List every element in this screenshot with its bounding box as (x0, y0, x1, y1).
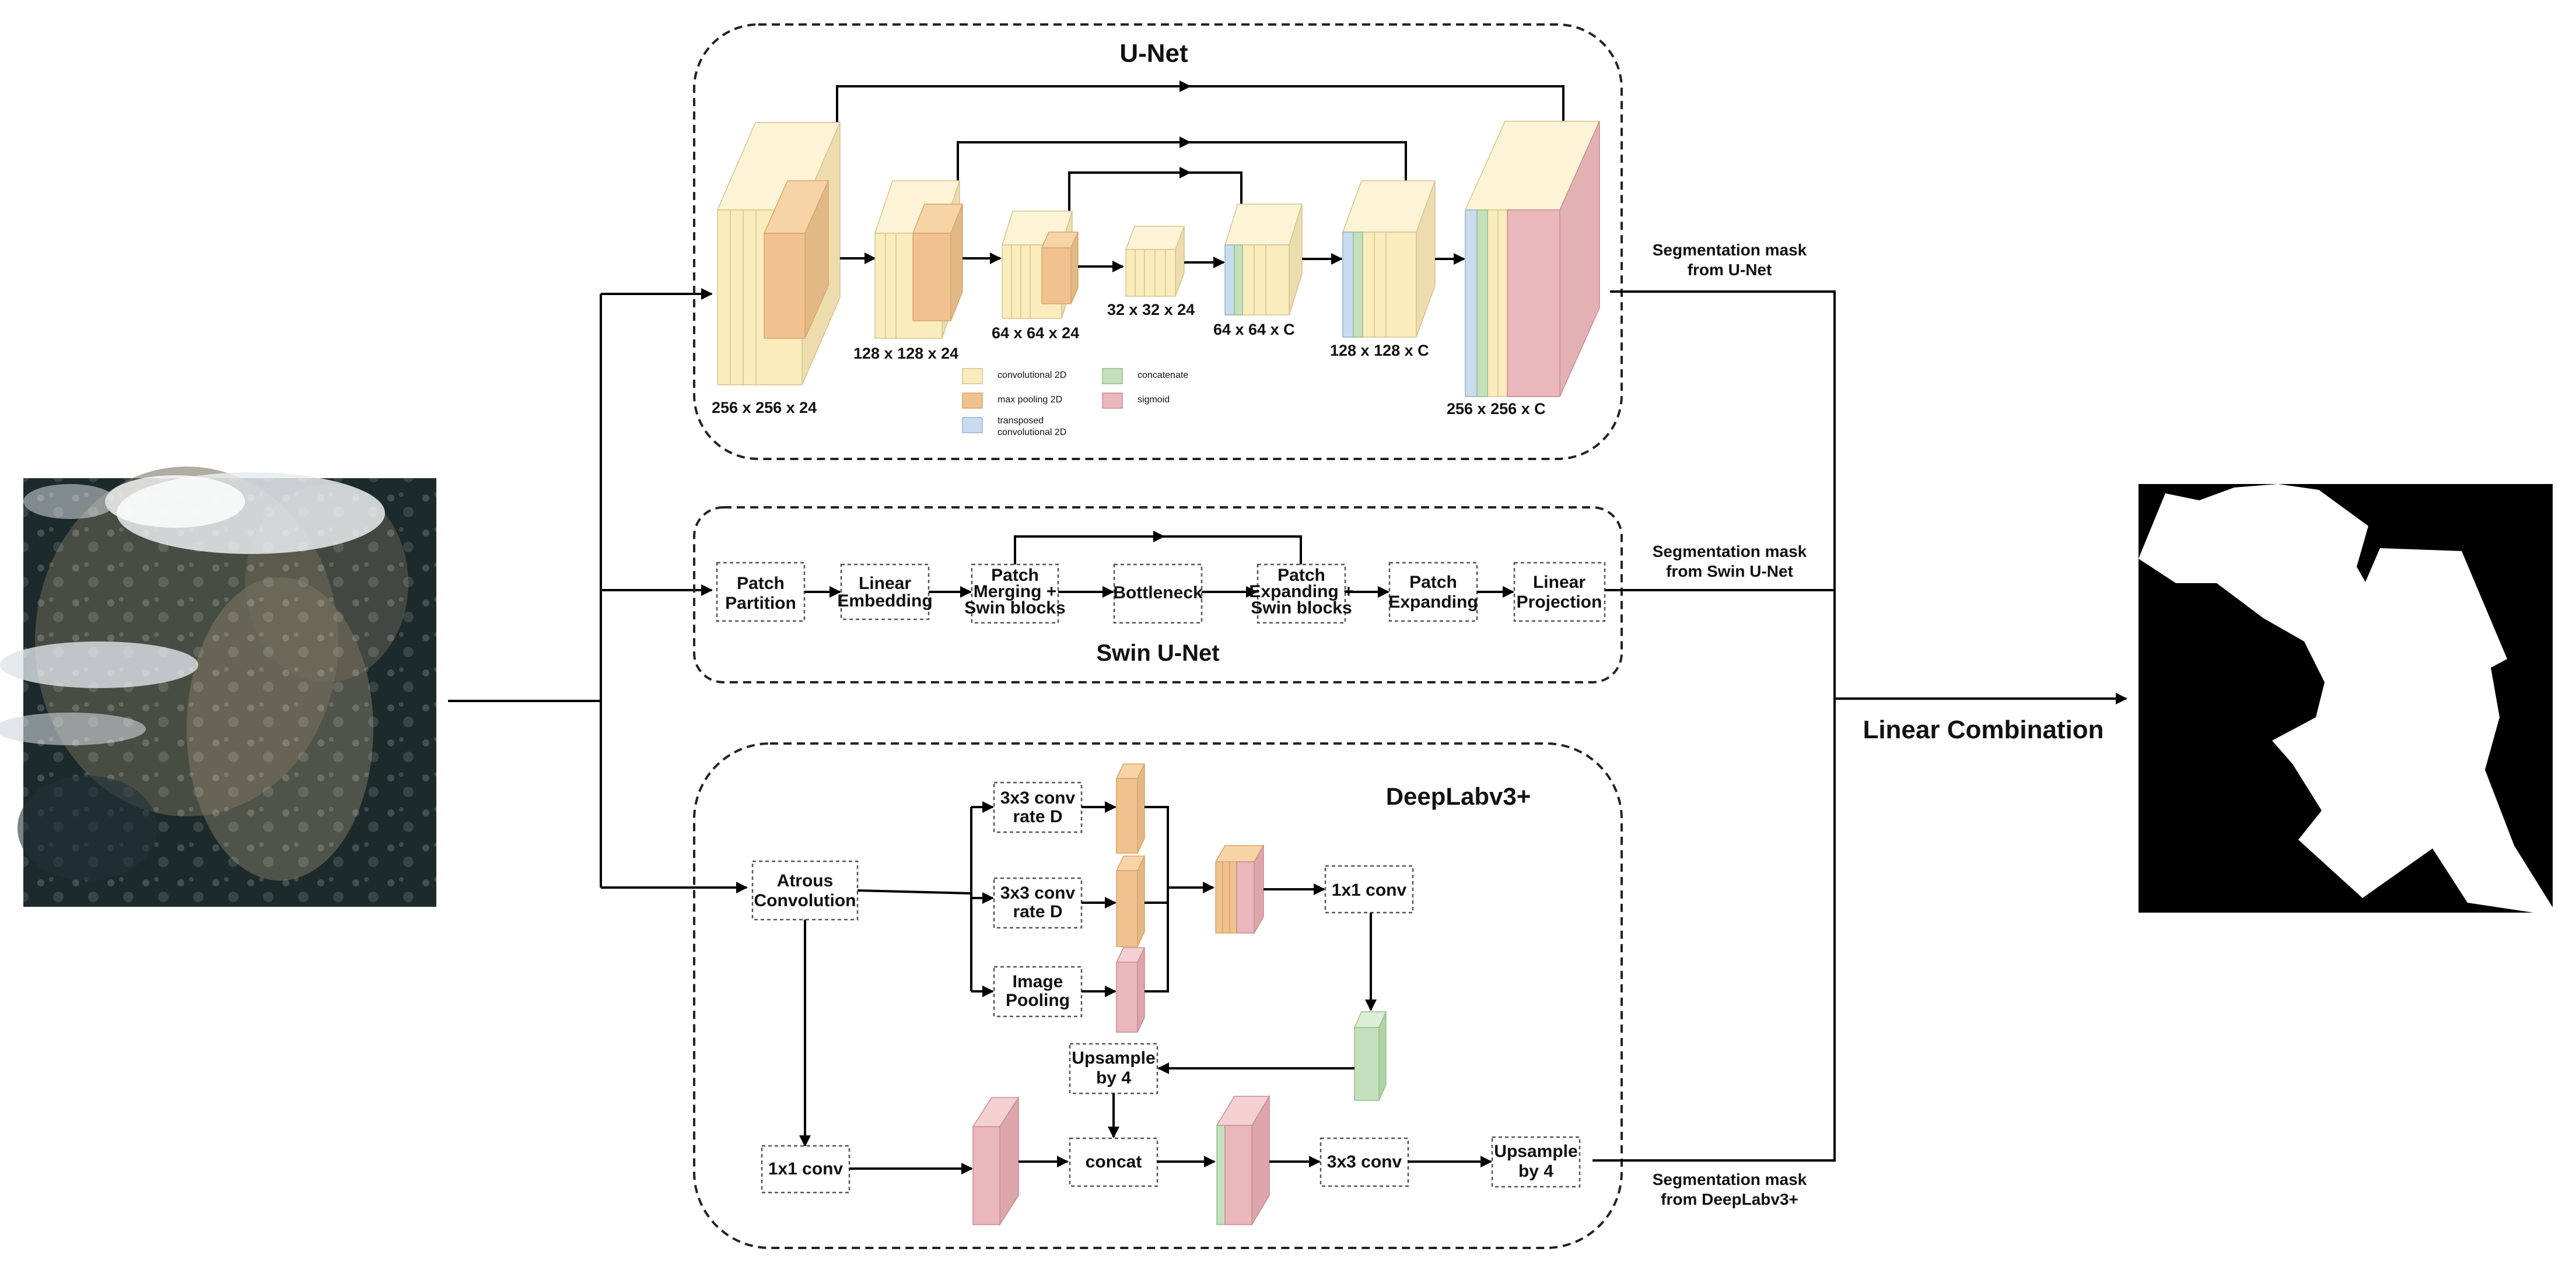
deeplab-output-label-1: Segmentation mask (1653, 1170, 1807, 1188)
conv1x1-left-block: 1x1 conv (761, 1145, 850, 1194)
swin-output-label-2: from Swin U-Net (1666, 562, 1793, 580)
concat-block: concat (1069, 1137, 1158, 1187)
svg-text:3x3 conv: 3x3 conv (1327, 1152, 1402, 1172)
svg-text:Patch: Patch (1278, 566, 1325, 585)
deeplab-group: DeepLabv3+ Atrous Convolution 3x3 conv r… (693, 742, 1623, 1249)
swin-group: Swin U-Net Patch Partition Linear Embedd… (693, 506, 1623, 683)
svg-text:rate D: rate D (1013, 902, 1062, 921)
unet-block-4 (1125, 226, 1185, 297)
unet-block-7 (1464, 121, 1601, 397)
swin-output-label-1: Segmentation mask (1653, 542, 1807, 560)
input-satellite-image (0, 467, 436, 907)
conv-rate-2-block: 3x3 conv rate D (993, 877, 1083, 929)
linear-embedding-block: Linear Embedding (837, 563, 933, 620)
input-connectors (448, 288, 748, 893)
legend-conv-label: convolutional 2D (998, 370, 1066, 380)
patch-expanding-swin-block: Patch Expanding + Swin blocks (1249, 563, 1354, 624)
unet-group: U-Net 256 x 256 x 24 (693, 23, 1623, 460)
unet-dim-3: 64 x 64 x 24 (992, 324, 1079, 342)
conv1x1-right-block: 1x1 conv (1324, 865, 1414, 914)
unet-title: U-Net (1119, 39, 1188, 68)
legend-pool-label: max pooling 2D (998, 395, 1062, 405)
unet-block-6 (1342, 180, 1436, 338)
unet-dim-5: 64 x 64 x C (1213, 321, 1295, 338)
svg-text:Patch: Patch (991, 566, 1039, 585)
svg-text:1x1 conv: 1x1 conv (768, 1159, 844, 1179)
svg-text:Partition: Partition (725, 594, 796, 613)
decoder-feature (972, 1096, 1020, 1226)
svg-text:Bottleneck: Bottleneck (1113, 583, 1203, 602)
linear-combination-label: Linear Combination (1863, 716, 2104, 744)
upsample-out-block: Upsample by 4 (1491, 1136, 1581, 1188)
svg-text:Expanding +: Expanding + (1249, 582, 1353, 601)
svg-text:concat: concat (1086, 1152, 1142, 1172)
svg-text:Patch: Patch (737, 574, 785, 593)
legend-concat-label: concatenate (1138, 370, 1188, 380)
patch-expanding-block: Patch Expanding (1388, 562, 1478, 622)
unet-block-1 (716, 122, 841, 385)
swin-title: Swin U-Net (1096, 640, 1219, 666)
concat-feature-1 (1214, 844, 1265, 935)
deeplab-title: DeepLabv3+ (1386, 783, 1531, 810)
swin-box (693, 506, 1623, 683)
unet-dim-6: 128 x 128 x C (1330, 342, 1429, 359)
svg-text:Linear: Linear (1533, 573, 1586, 592)
svg-text:Merging +: Merging + (974, 582, 1057, 601)
patch-merging-block: Patch Merging + Swin blocks (964, 563, 1066, 624)
svg-text:Upsample: Upsample (1494, 1142, 1577, 1161)
svg-text:by 4: by 4 (1518, 1162, 1553, 1181)
svg-text:Expanding: Expanding (1388, 592, 1478, 612)
linear-projection-block: Linear Projection (1513, 562, 1606, 622)
upsample-mid-block: Upsample by 4 (1069, 1043, 1158, 1095)
svg-text:Embedding: Embedding (837, 591, 932, 611)
unet-block-3 (1001, 211, 1079, 319)
combination-connectors (1592, 290, 2127, 1162)
deeplab-output-label-2: from DeepLabv3+ (1661, 1190, 1798, 1208)
svg-text:Swin blocks: Swin blocks (964, 598, 1065, 618)
legend-transposed-label-1: transposed (998, 416, 1044, 426)
svg-text:Linear: Linear (859, 574, 911, 593)
legend-transposed-label-2: convolutional 2D (998, 427, 1066, 437)
svg-text:3x3 conv: 3x3 conv (1000, 883, 1076, 903)
svg-text:by 4: by 4 (1096, 1068, 1131, 1088)
unet-block-2 (874, 180, 964, 339)
svg-text:rate D: rate D (1013, 807, 1062, 826)
unet-block-5 (1224, 204, 1303, 315)
patch-partition-block: Patch Partition (716, 562, 806, 622)
unet-output-label-1: Segmentation mask (1653, 241, 1807, 259)
svg-text:Pooling: Pooling (1006, 991, 1070, 1010)
svg-text:Convolution: Convolution (754, 891, 856, 910)
output-segmentation-mask (2138, 484, 2553, 916)
unet-dim-2: 128 x 128 x 24 (853, 345, 958, 362)
legend-sigmoid-label: sigmoid (1138, 395, 1170, 405)
image-pooling-block: Image Pooling (993, 966, 1083, 1018)
svg-text:Patch: Patch (1409, 573, 1457, 592)
branch-feature-1 (1115, 763, 1146, 854)
unet-legend: convolutional 2D max pooling 2D transpos… (962, 368, 1188, 437)
svg-text:3x3 conv: 3x3 conv (1000, 788, 1076, 808)
svg-text:Upsample: Upsample (1072, 1048, 1155, 1068)
low-level-feature (1353, 1011, 1387, 1101)
concat-output-feature (1216, 1095, 1270, 1226)
svg-text:Projection: Projection (1517, 592, 1602, 612)
branch-feature-3 (1115, 947, 1146, 1033)
unet-box (693, 23, 1623, 460)
unet-dim-4: 32 x 32 x 24 (1107, 301, 1195, 318)
svg-text:Atrous: Atrous (777, 871, 834, 890)
atrous-conv-block: Atrous Convolution (751, 860, 859, 921)
unet-dim-7: 256 x 256 x C (1447, 400, 1546, 418)
conv3x3-block: 3x3 conv (1320, 1137, 1409, 1187)
unet-output-label-2: from U-Net (1688, 261, 1772, 279)
branch-feature-2 (1115, 855, 1146, 947)
svg-text:Image: Image (1013, 972, 1063, 991)
svg-text:1x1 conv: 1x1 conv (1332, 881, 1407, 900)
bottleneck-block: Bottleneck (1113, 563, 1203, 624)
unet-dim-1: 256 x 256 x 24 (712, 399, 817, 416)
svg-text:Swin blocks: Swin blocks (1251, 598, 1352, 618)
conv-rate-1-block: 3x3 conv rate D (993, 781, 1083, 833)
